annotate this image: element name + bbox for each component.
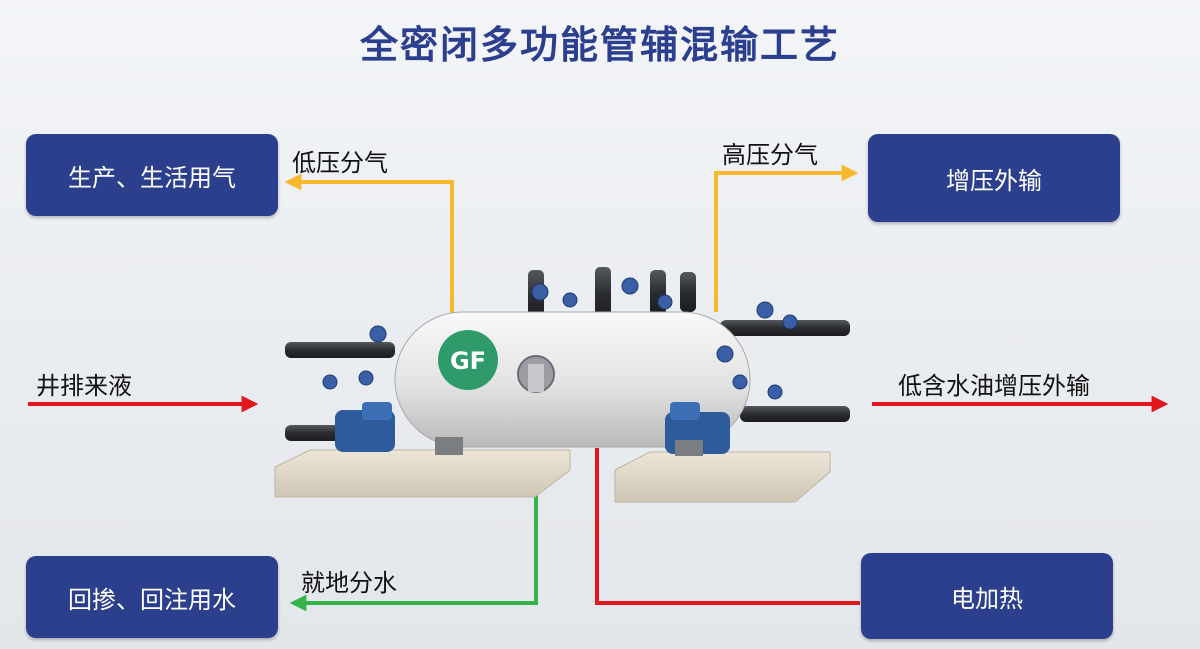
page-title: 全密闭多功能管辅混输工艺: [359, 22, 840, 67]
local-water-line: [289, 450, 538, 612]
boost-export-box: 增压外输: [868, 134, 1120, 222]
oil-export-label: 低含水油增压外输: [898, 372, 1090, 400]
low-pressure-gas-label: 低压分气: [292, 149, 388, 177]
low-pressure-gas-line: [284, 173, 454, 322]
top-pipe-b: [595, 267, 611, 322]
electric-heat-line: [595, 448, 860, 605]
local-water-label: 就地分水: [301, 569, 397, 597]
right-lower-pipe: [740, 406, 850, 422]
left-pump: [335, 410, 395, 452]
electric-heat-box: 电加热: [861, 553, 1113, 639]
right-upper-pipe: [720, 320, 850, 336]
high-pressure-gas-line: [714, 164, 859, 312]
right-skid: [614, 451, 831, 503]
left-upper-pipe: [285, 342, 395, 358]
gas-use-box: 生产、生活用气: [26, 134, 278, 216]
top-pipe-d: [680, 272, 696, 312]
well-liquid-label: 井排来液: [36, 372, 132, 400]
gf-logo-text: GF: [450, 347, 486, 375]
gf-logo: [438, 330, 498, 390]
separator-vessel-illustration: GF: [274, 267, 850, 503]
left-skid: [274, 449, 571, 498]
water-use-box: 回掺、回注用水: [26, 556, 278, 638]
high-pressure-gas-label: 高压分气: [722, 141, 818, 169]
